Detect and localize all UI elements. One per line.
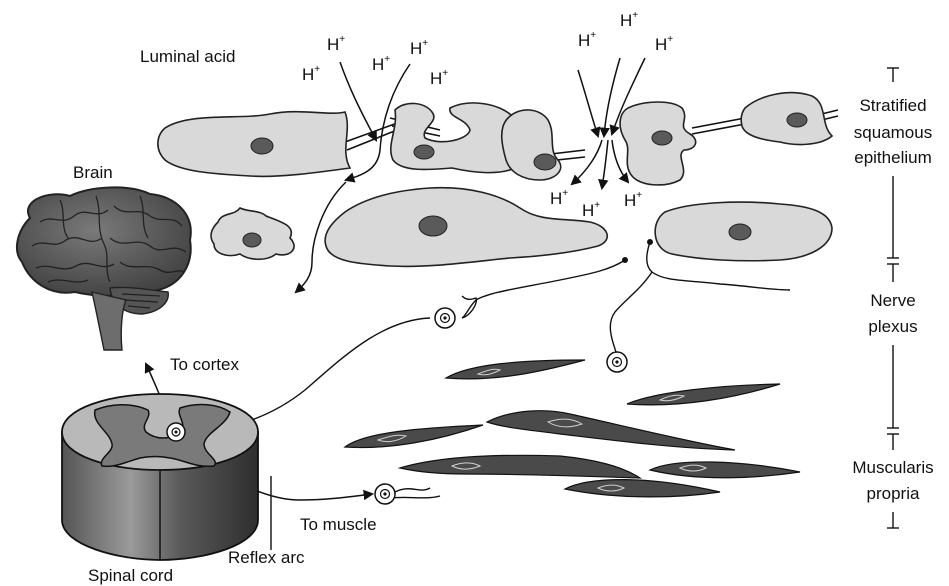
hydrogen-ion: H+ xyxy=(655,34,673,54)
layer-epithelium-line-1: Stratified xyxy=(859,96,926,115)
layer-epithelium-line-3: epithelium xyxy=(854,148,932,167)
luminal-acid-label: Luminal acid xyxy=(140,47,235,66)
hydrogen-ion: H+ xyxy=(410,38,428,58)
epithelial-cell xyxy=(655,202,832,261)
hydrogen-ion: H+ xyxy=(302,64,320,84)
epithelial-cell xyxy=(325,188,607,267)
muscle-cell xyxy=(400,455,640,478)
muscle-cell xyxy=(446,360,585,379)
layer-label-muscularis: Muscularis propria xyxy=(852,458,933,503)
layer-nerve-line-1: Nerve xyxy=(870,291,915,310)
hydrogen-ion: H+ xyxy=(578,30,596,50)
ganglion-cell xyxy=(607,352,627,372)
hydrogen-ion: H+ xyxy=(624,190,642,210)
hydrogen-ion: H+ xyxy=(327,34,345,54)
layer-muscularis-line-2: propria xyxy=(867,484,920,503)
spinal-neuron xyxy=(167,423,185,441)
epithelial-cell xyxy=(502,110,561,180)
ganglion-cell xyxy=(435,308,455,328)
ganglion-cell xyxy=(375,484,395,504)
layer-muscularis-line-1: Muscularis xyxy=(852,458,933,477)
muscle-cell xyxy=(565,480,720,497)
brain-label: Brain xyxy=(73,163,113,182)
epithelial-cell xyxy=(158,112,350,177)
to-cortex-label: To cortex xyxy=(170,355,239,374)
epithelial-cells xyxy=(158,93,832,267)
layer-nerve-line-2: plexus xyxy=(868,317,917,336)
muscle-cell xyxy=(487,411,735,450)
epithelial-cell xyxy=(391,103,515,173)
layer-label-epithelium: Stratified squamous epithelium xyxy=(854,96,932,167)
hydrogen-ion: H+ xyxy=(550,188,568,208)
reflex-arc-label: Reflex arc xyxy=(228,548,305,567)
hydrogen-ion: H+ xyxy=(620,10,638,30)
epithelial-cell xyxy=(741,93,832,145)
brain-illustration xyxy=(17,187,191,350)
spinal-cord-label: Spinal cord xyxy=(88,566,173,585)
hydrogen-ion: H+ xyxy=(372,54,390,74)
epithelial-cell xyxy=(620,102,696,185)
hydrogen-ion: H+ xyxy=(430,68,448,88)
muscle-cells xyxy=(345,360,800,497)
muscle-cell xyxy=(345,425,483,448)
muscle-cell xyxy=(627,384,780,405)
muscle-cell xyxy=(650,462,800,478)
layer-label-nerve-plexus: Nerve plexus xyxy=(868,291,917,336)
hydrogen-ion: H+ xyxy=(582,200,600,220)
layer-epithelium-line-2: squamous xyxy=(854,123,932,142)
epithelial-cell xyxy=(211,208,294,259)
to-muscle-label: To muscle xyxy=(300,515,377,534)
spinal-cord-illustration xyxy=(62,394,258,560)
